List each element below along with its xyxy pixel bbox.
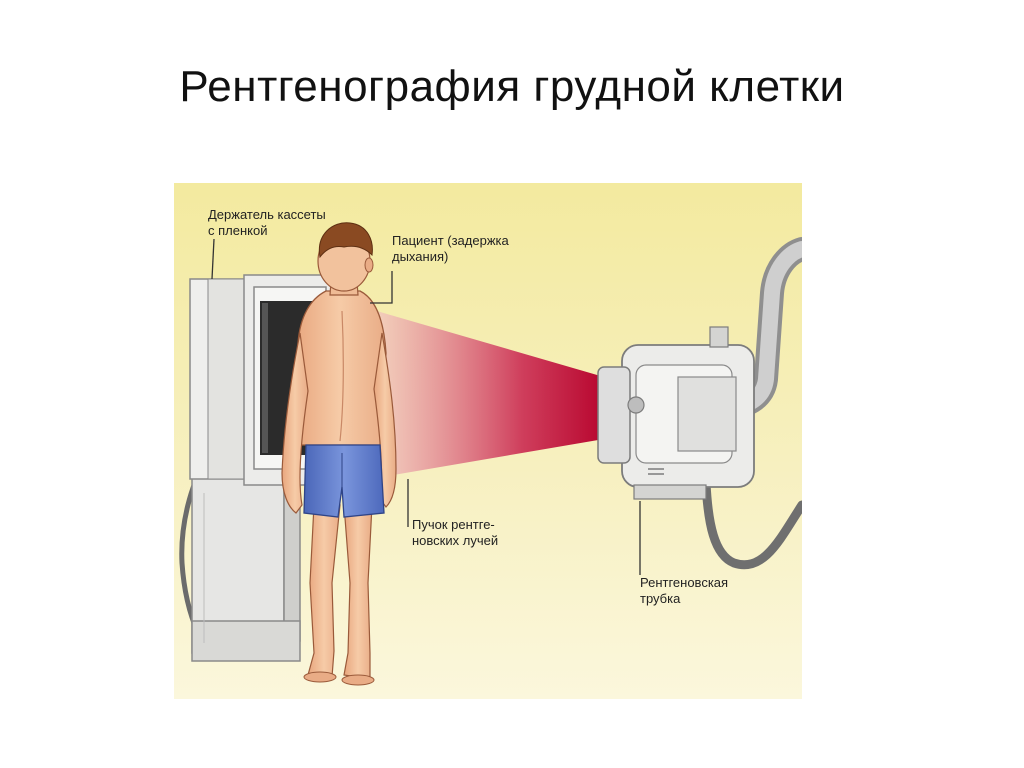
tube-label-line1: Рентгеновская [640,575,728,590]
patient-label-line2: дыхания) [392,249,448,264]
patient-leader [370,271,393,304]
tube-cable-bottom [701,478,802,570]
cassette-holder-label-line2: с пленкой [208,223,267,238]
tube-label-line2: трубка [640,591,681,606]
patient-shorts [303,444,385,518]
slide-title: Рентгенография грудной клетки [179,62,845,111]
cassette-holder-label-line1: Держатель кассеты [208,207,326,222]
xray-beam [370,309,604,479]
xray-tube-housing [597,326,755,500]
beam-label-line1: Пучок рентге- [412,517,495,532]
chest-xray-illustration: Держатель кассеты с пленкой Пациент (зад… [174,183,802,699]
patient-figure [281,222,397,686]
beam-label-line2: новских лучей [412,533,498,548]
patient-label-line1: Пациент (задержка [392,233,509,248]
cassette-holder-leader [211,238,215,280]
